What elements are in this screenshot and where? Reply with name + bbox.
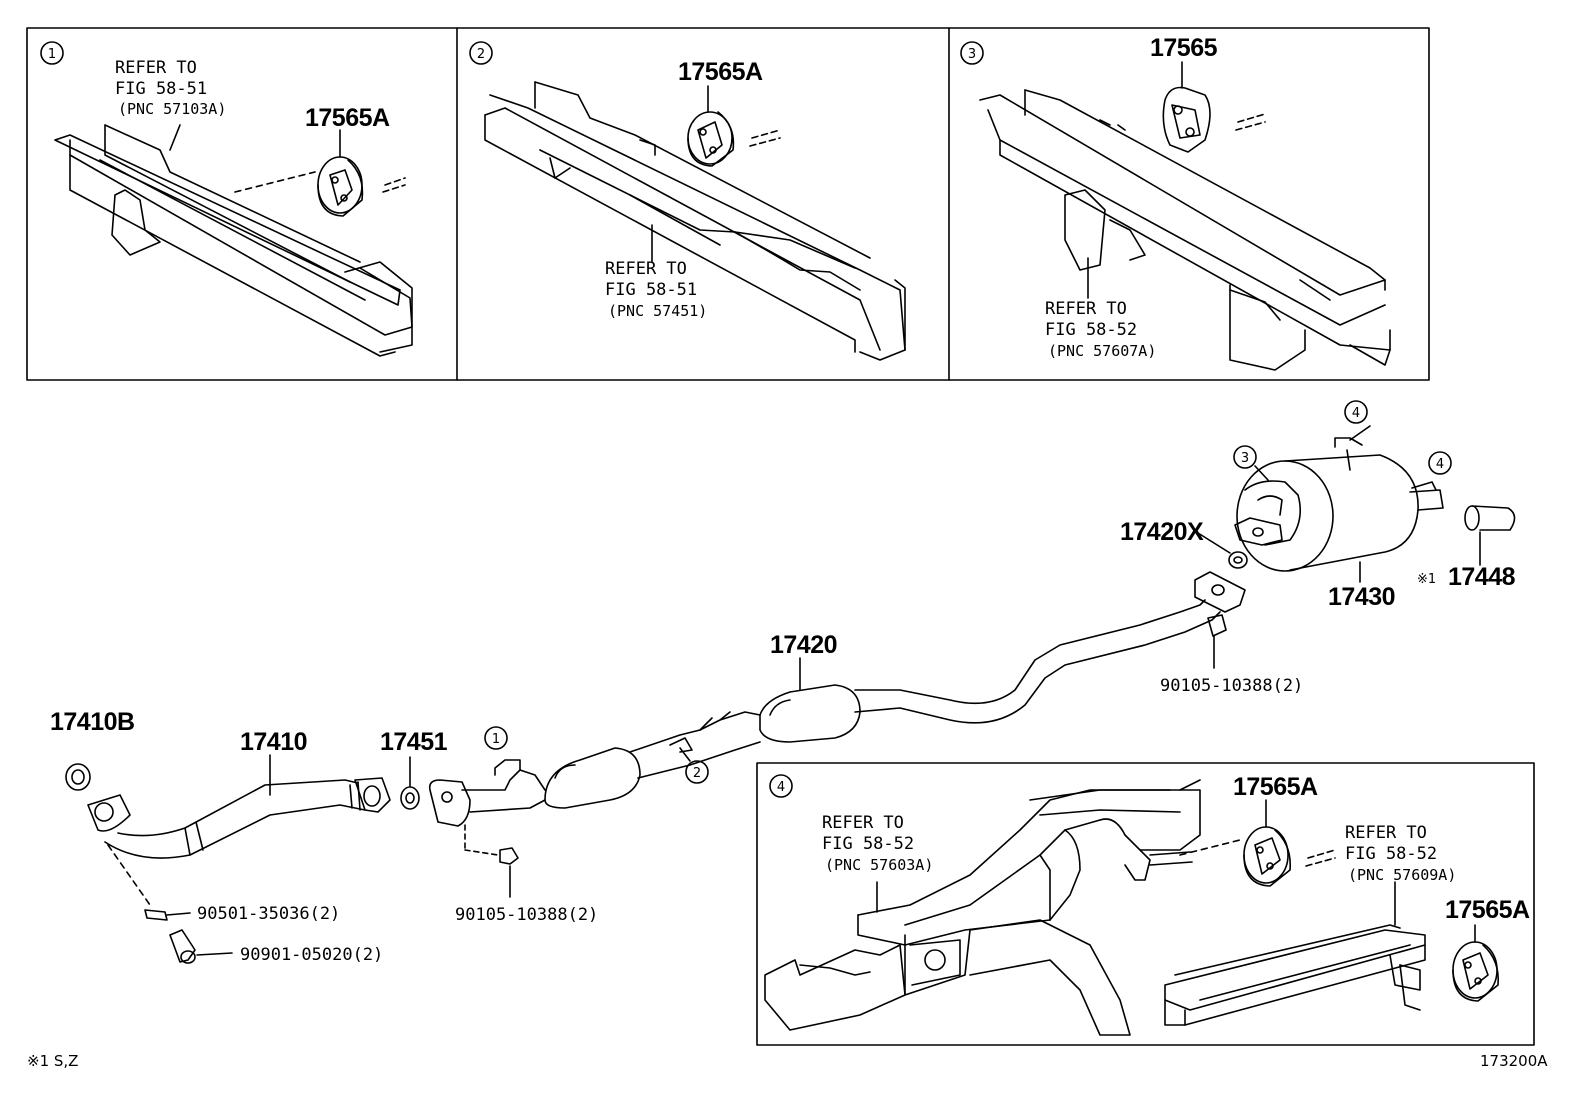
figure-code: 173200A	[1480, 1052, 1548, 1070]
panel-4-number: 4	[777, 780, 785, 795]
panel-3-crossmember	[979, 89, 1391, 371]
panel-2-part-label: 17565A	[678, 58, 763, 86]
panel-4-refer-a-line-1: REFER TO	[822, 813, 904, 833]
callout-1-circle	[484, 726, 508, 750]
gasket-17420X	[1228, 551, 1248, 569]
panel-4-refer-b-line-3: (PNC 57609A)	[1348, 866, 1456, 884]
panel-4-refer-a-line-3: (PNC 57603A)	[825, 856, 933, 874]
callout-2-circle	[685, 760, 709, 784]
panel-3-refer-line-3: (PNC 57607A)	[1048, 342, 1156, 360]
callout-4a: 4	[1352, 406, 1360, 421]
panel-4-frame	[756, 762, 1535, 1046]
bolt-90501-35036	[144, 909, 191, 921]
part-17448-label: 17448	[1448, 563, 1516, 591]
panel-3-part-label: 17565	[1150, 34, 1218, 62]
panel-3-insulator	[1162, 86, 1211, 153]
panel-2-crossmember	[484, 81, 906, 361]
panel-3-stud	[1235, 113, 1266, 131]
panel-4-refer-a-line-2: FIG 58-52	[822, 834, 914, 854]
panel-4-dash	[1179, 839, 1241, 856]
panel-2-stud	[749, 129, 781, 147]
panel-2-refer-line-3: (PNC 57451)	[608, 302, 707, 320]
panel-1-refer-line-2: FIG 58-51	[115, 79, 207, 99]
panel-4-number-circle	[769, 774, 793, 798]
panel-2-insulator	[687, 111, 735, 167]
part-17420-label: 17420	[770, 631, 837, 659]
bolt-90105-10388-front	[499, 847, 519, 898]
muffler-17430	[1234, 437, 1444, 572]
panel-3-refer-line-1: REFER TO	[1045, 299, 1127, 319]
panel-2-number-circle	[469, 41, 493, 65]
callout-2: 2	[693, 766, 701, 781]
bolt-90501-35036-label: 90501-35036(2)	[197, 904, 340, 924]
front-pipe-bolt-dash	[107, 844, 151, 906]
panel-1-insulator	[317, 156, 364, 217]
panel-4-rail-structure	[1164, 924, 1426, 1026]
panel-4-insulator-b	[1452, 941, 1500, 1002]
callout-3: 3	[1241, 451, 1249, 466]
panel-1-crossmember	[54, 124, 413, 357]
panel-4-insulator-a	[1243, 826, 1292, 887]
muffler-callout-leader-2	[1254, 465, 1269, 481]
gasket-17420X-leader	[1197, 532, 1231, 554]
part-17448-note-mark: ※1	[1417, 572, 1436, 587]
panel-1-part-label: 17565A	[305, 104, 390, 132]
part-17420X-label: 17420X	[1120, 518, 1204, 546]
panel-4-frame-structure	[764, 779, 1201, 1036]
panel-4-stud	[1305, 849, 1336, 867]
footer-note: ※1 S,Z	[27, 1052, 78, 1070]
part-17410-label: 17410	[240, 728, 307, 756]
panel-4-part-b-label: 17565A	[1445, 896, 1530, 924]
part-17451-label: 17451	[380, 728, 448, 756]
panel-2-refer-line-2: FIG 58-51	[605, 280, 697, 300]
gasket-17451	[400, 786, 420, 810]
panel-1-refer-line-1: REFER TO	[115, 58, 197, 78]
part-17410B-label: 17410B	[50, 708, 135, 736]
panel-4-part-a-label: 17565A	[1233, 773, 1318, 801]
panel-1-leader	[169, 124, 181, 151]
callout-4b: 4	[1436, 457, 1444, 472]
panel-3-refer-line-2: FIG 58-52	[1045, 320, 1137, 340]
panel-2-number: 2	[477, 47, 485, 62]
panel-1-number: 1	[48, 47, 56, 62]
bolt-90105-10388-rear	[1207, 614, 1227, 669]
bolt-90105-10388-rear-label: 90105-10388(2)	[1160, 676, 1303, 696]
gasket-17410B	[65, 763, 91, 791]
tail-tip-17448	[1464, 505, 1516, 531]
top-panels-frame	[26, 27, 1430, 381]
callout-3-circle	[1233, 445, 1257, 469]
bolt-90901-05020	[169, 929, 233, 964]
panel-4-refer-b-line-2: FIG 58-52	[1345, 844, 1437, 864]
panel-3-number-circle	[960, 41, 984, 65]
panel-1-dash	[234, 171, 316, 193]
callout-4b-circle	[1428, 451, 1452, 475]
muffler-callout-leader	[1349, 425, 1371, 441]
panel-2-refer-line-1: REFER TO	[605, 259, 687, 279]
bolt-90105-10388-front-label: 90105-10388(2)	[455, 905, 598, 925]
bolt-90901-05020-label: 90901-05020(2)	[240, 945, 383, 965]
callout-1: 1	[492, 732, 500, 747]
callout-2-leader	[679, 747, 691, 762]
panel-1-number-circle	[40, 41, 64, 65]
panel-3-number: 3	[968, 47, 976, 62]
part-17430-label: 17430	[1328, 583, 1395, 611]
panel-1-refer-line-3: (PNC 57103A)	[118, 100, 226, 118]
center-bolt-dash-2	[464, 849, 499, 856]
panel-4-refer-b-line-1: REFER TO	[1345, 823, 1427, 843]
front-pipe-17410	[87, 777, 391, 859]
panel-1-stud	[382, 177, 406, 193]
callout-4a-circle	[1344, 400, 1368, 424]
center-pipe-17420	[428, 571, 1246, 827]
